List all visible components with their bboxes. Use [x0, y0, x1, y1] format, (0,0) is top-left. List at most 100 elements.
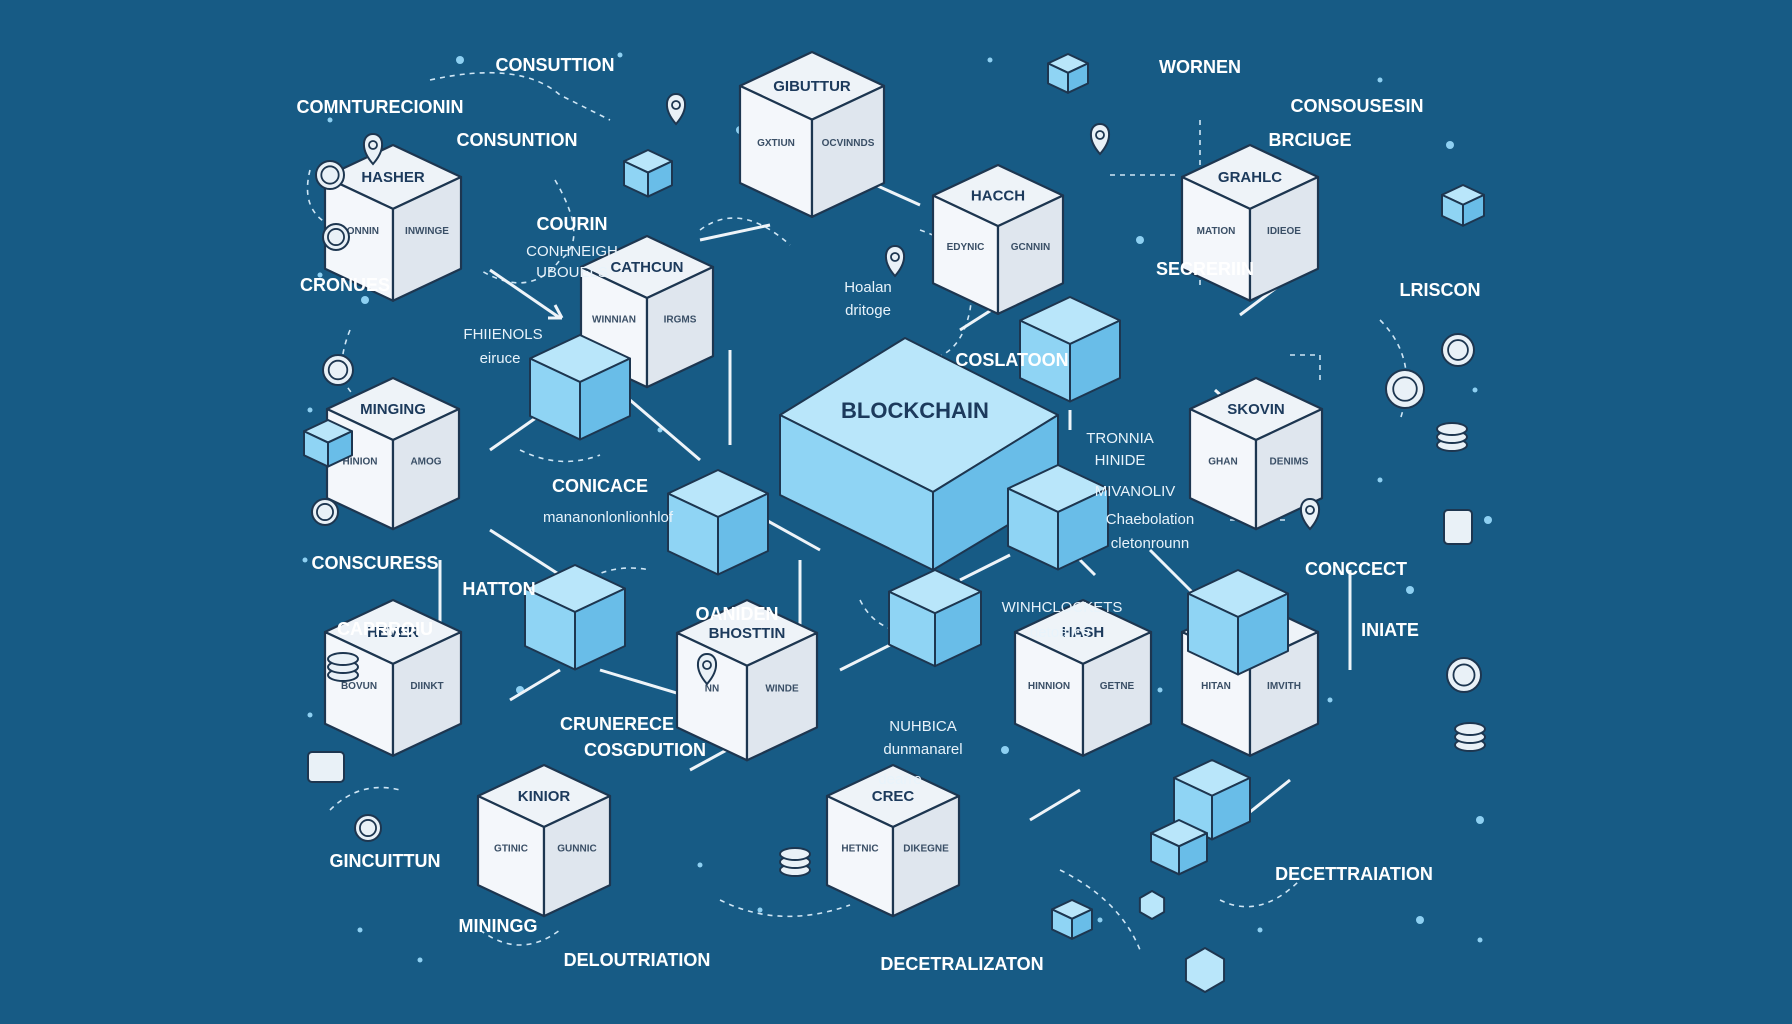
cube-left-label: HINNION: [1028, 681, 1070, 692]
decor-dot: [1446, 141, 1454, 149]
cube-top-label: CATHCUN: [610, 259, 683, 276]
free-label: OANIDEN: [695, 604, 778, 624]
decor-dot: [987, 57, 993, 63]
decor-dot: [307, 712, 313, 718]
decor-dot: [1001, 746, 1009, 754]
small-label: dunmanarel: [883, 741, 962, 758]
small-label: TRONNIA: [1086, 430, 1154, 447]
decor-dot: [302, 557, 308, 563]
small-label: cletonrounn: [1111, 535, 1189, 552]
decor-dot: [1477, 937, 1483, 943]
decor-dot: [1472, 387, 1478, 393]
database-icon: [1454, 722, 1486, 752]
small-blue-cube: [1019, 296, 1121, 403]
block-cube: HASH HINNION GETNE: [1013, 598, 1153, 757]
free-label: DECETTRAIATION: [1275, 864, 1433, 884]
decor-dot: [1157, 687, 1163, 693]
small-blue-cube: [667, 469, 769, 576]
cube-icon: [1047, 53, 1089, 94]
cube-left-label: MATION: [1197, 226, 1236, 237]
free-label: CONSUTTION: [496, 55, 615, 75]
cube-icon: [1441, 184, 1485, 227]
cube-top-label: HASHER: [361, 169, 425, 186]
decor-dot: [327, 117, 333, 123]
small-label: MIVANOLIV: [1095, 483, 1176, 500]
cube-top-label: GRAHLC: [1218, 169, 1282, 186]
center-label: BLOCKCHAIN: [841, 398, 989, 423]
free-label: COSLATOON: [955, 350, 1068, 370]
cube-right-label: GCNNIN: [1011, 242, 1050, 253]
cube-top-label: HEVER: [367, 624, 419, 641]
cube-right-label: DENIMS: [1270, 456, 1309, 467]
free-label: CAPRROIU: [337, 619, 433, 639]
center-blockchain-cube: BLOCKCHAIN: [779, 337, 1059, 571]
coin-icon: [354, 814, 382, 842]
cube-left-label: WINNIAN: [592, 314, 636, 325]
cube-left-label: GTINIC: [494, 843, 528, 854]
small-blue-cube: [1007, 464, 1109, 571]
free-label: DECETRALIZATON: [880, 954, 1043, 974]
free-label: COSGDUTION: [584, 740, 706, 760]
small-label: eiruce: [480, 350, 521, 367]
free-label: BRCIUGE: [1268, 130, 1351, 150]
decor-dot: [1377, 77, 1383, 83]
free-label: GINCUITTUN: [330, 851, 441, 871]
cube-left-label: HITAN: [1201, 681, 1231, 692]
small-label: FHIIENOLS: [463, 326, 542, 343]
location-pin-icon: [1300, 497, 1320, 531]
decor-dot: [307, 407, 313, 413]
decor-dot: [1097, 917, 1103, 923]
cube-icon: [1150, 819, 1208, 876]
coin-icon: [311, 498, 339, 526]
small-blue-cube: [1187, 569, 1289, 676]
location-pin-icon: [363, 132, 383, 166]
cube-left-label: HINION: [343, 456, 378, 467]
free-label: DELOUTRIATION: [564, 950, 711, 970]
decor-dot: [1476, 816, 1484, 824]
free-label: CONSOUSESIN: [1290, 96, 1423, 116]
cube-right-label: GETNE: [1100, 681, 1135, 692]
hexagon-icon: [1184, 947, 1226, 993]
cube-right-label: INWINGE: [405, 226, 449, 237]
coin-icon: [315, 160, 345, 190]
free-label: LRISCON: [1400, 280, 1481, 300]
small-blue-cube: [529, 334, 631, 441]
free-labels: CONSUTTIONCOMNTURECIONINCONSUNTIONWORNEN…: [297, 55, 1481, 974]
decor-dot: [1484, 516, 1492, 524]
small-label: Chaebolation: [1106, 511, 1194, 528]
small-label: CONHNEIGH: [526, 243, 618, 260]
database-icon: [327, 652, 359, 682]
cube-left-label: HETNIC: [841, 843, 878, 854]
small-label: NUHBICA: [889, 718, 957, 735]
free-label: COMNTURECIONIN: [297, 97, 464, 117]
location-pin-icon: [885, 244, 905, 278]
cube-top-label: MINGING: [360, 401, 426, 418]
free-label: CONCCECT: [1305, 559, 1407, 579]
cube-top-label: KINIOR: [518, 788, 571, 805]
free-label: MININGG: [459, 916, 538, 936]
coin-icon: [1385, 369, 1425, 409]
cube-top-label: HASH: [1062, 624, 1105, 641]
small-label: dritoge: [845, 302, 891, 319]
cube-right-label: IRGMS: [664, 314, 697, 325]
free-label: CONSCURESS: [311, 553, 438, 573]
cube-left-label: GONNIN: [339, 226, 379, 237]
cube-left-label: BOVUN: [341, 681, 377, 692]
cube-top-label: GIBUTTUR: [773, 78, 851, 95]
decor-dot: [317, 272, 323, 278]
cube-right-label: OCVINNDS: [822, 138, 875, 149]
small-label: dearre: [878, 771, 921, 788]
free-label: COURIN: [537, 214, 608, 234]
block-cube: CATHCUN WINNIAN IRGMS: [579, 234, 715, 389]
cube-left-label: EDYNIC: [947, 242, 985, 253]
free-label: CONICACE: [552, 476, 648, 496]
coin-icon: [1441, 333, 1475, 367]
free-label: SECRERIIN: [1156, 259, 1254, 279]
server-icon: [307, 509, 1473, 783]
coin-icon: [322, 223, 350, 251]
